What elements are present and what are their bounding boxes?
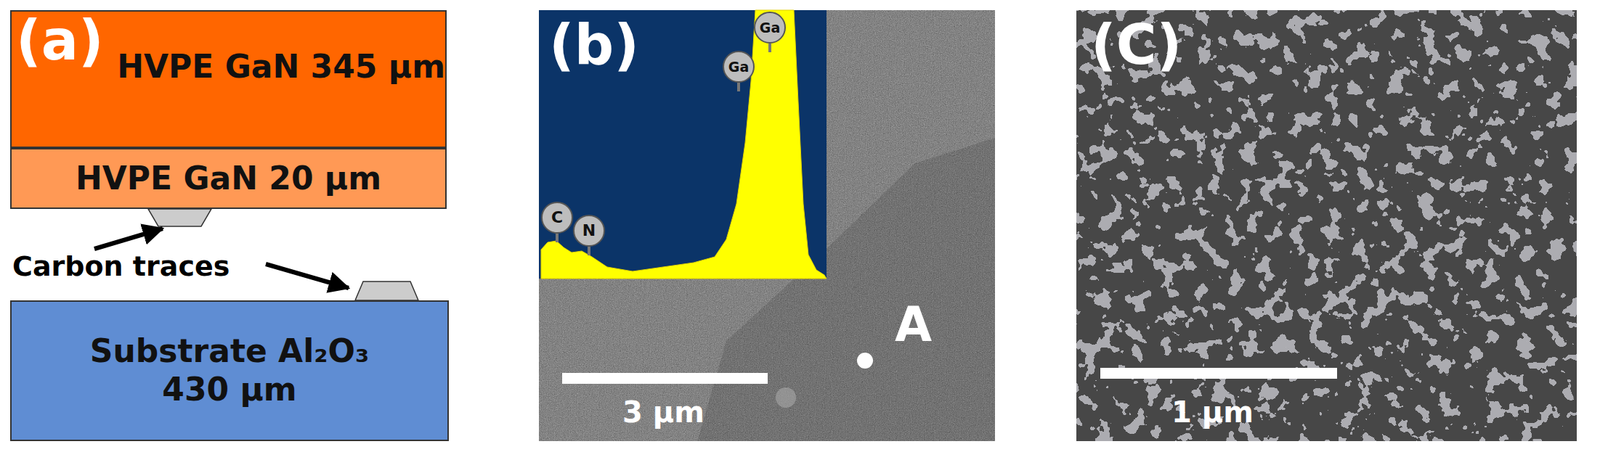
edx-spectrum bbox=[541, 10, 827, 279]
scale-label: 1 µm bbox=[1171, 395, 1254, 430]
panel-label: (b) bbox=[549, 13, 640, 77]
sem-texture bbox=[538, 10, 996, 442]
annotation-label: Carbon traces bbox=[12, 251, 230, 284]
peak-label: N bbox=[582, 221, 596, 241]
sem-texture bbox=[1076, 10, 1577, 442]
peak-stem bbox=[768, 43, 772, 53]
peak-marker: N bbox=[573, 214, 605, 247]
point-label: A bbox=[894, 297, 932, 353]
panel-label: (a) bbox=[15, 8, 104, 72]
scale-label: 3 µm bbox=[622, 395, 705, 430]
carbon-trace bbox=[148, 209, 212, 227]
scale-bar bbox=[562, 373, 768, 385]
layer-label: Substrate Al₂O₃ 430 µm bbox=[58, 332, 401, 410]
carbon-trace bbox=[355, 281, 419, 301]
leader-arrow bbox=[265, 264, 349, 289]
point-marker bbox=[857, 352, 873, 369]
peak-marker: C bbox=[541, 201, 574, 234]
layer-box: HVPE GaN 20 µm bbox=[10, 148, 447, 210]
scale-bar bbox=[1100, 368, 1338, 380]
spectrum-inset bbox=[538, 10, 827, 279]
peak-label: Ga bbox=[728, 58, 749, 76]
panel-label: (C) bbox=[1090, 13, 1182, 77]
layer-label: HVPE GaN 345 µm bbox=[116, 47, 446, 87]
sem-particle bbox=[775, 387, 797, 409]
peak-stem bbox=[587, 246, 591, 256]
layer-label: HVPE GaN 20 µm bbox=[75, 159, 382, 199]
peak-label: C bbox=[551, 208, 563, 228]
peak-stem bbox=[737, 82, 741, 92]
sem-image bbox=[538, 10, 996, 442]
peak-stem bbox=[555, 233, 559, 243]
peak-marker: Ga bbox=[753, 11, 786, 44]
peak-label: Ga bbox=[759, 19, 781, 37]
peak-marker: Ga bbox=[722, 50, 755, 83]
sem-image bbox=[1076, 10, 1577, 442]
layer-box: Substrate Al₂O₃ 430 µm bbox=[10, 300, 449, 442]
leader-arrow bbox=[94, 228, 163, 250]
